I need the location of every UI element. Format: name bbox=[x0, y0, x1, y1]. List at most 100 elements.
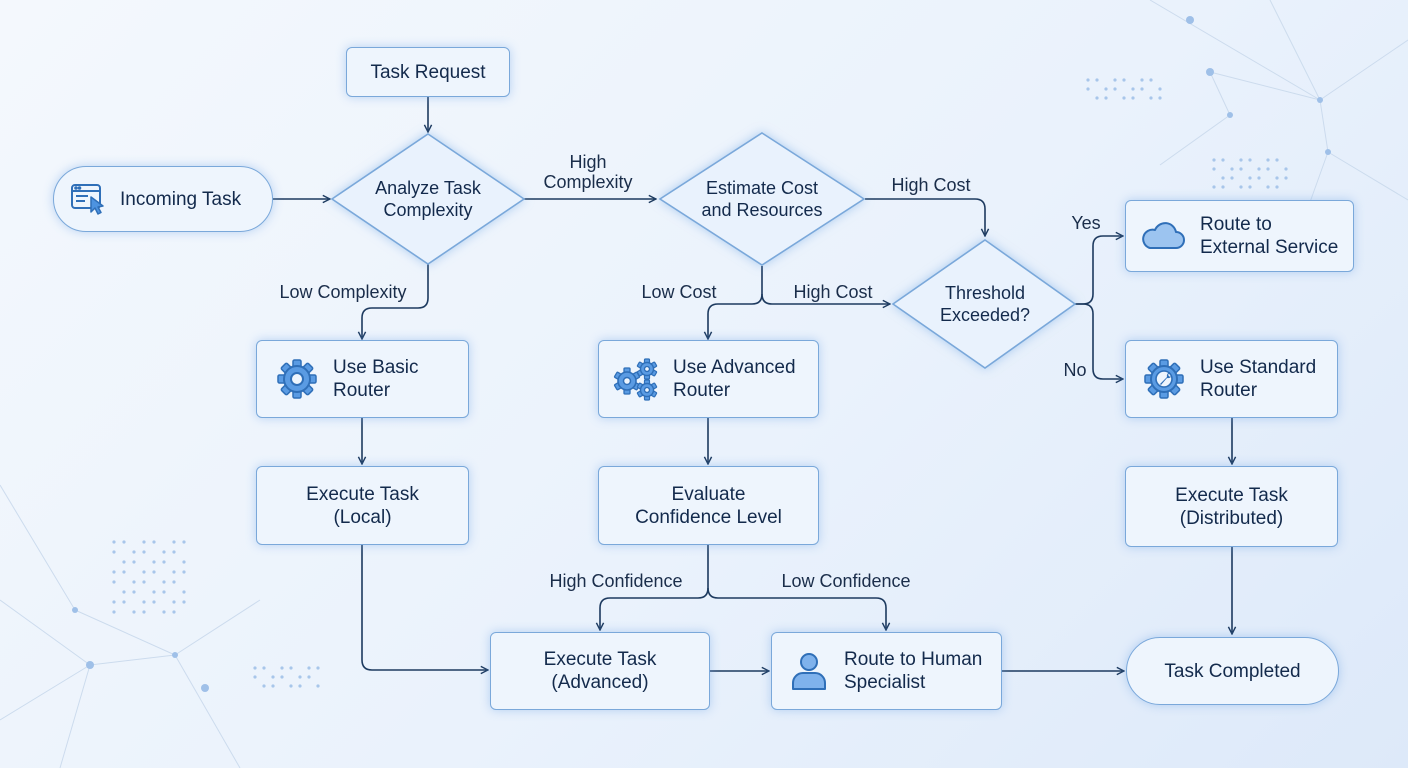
decision-label-estimate-cost: Estimate Cost and Resources bbox=[701, 178, 823, 220]
decor-dot bbox=[1095, 78, 1099, 82]
decor-dot bbox=[142, 570, 146, 574]
node-evaluate-confidence[interactable]: Evaluate Confidence Level bbox=[598, 466, 819, 545]
decor-dot bbox=[162, 550, 166, 554]
decor-dot bbox=[1230, 167, 1234, 171]
edge-label-low-complexity: Low Complexity bbox=[279, 282, 407, 302]
edge-label-high-confidence: High Confidence bbox=[549, 571, 683, 591]
decor-dot bbox=[1140, 78, 1144, 82]
decor-dot bbox=[1248, 185, 1252, 189]
decor-dot bbox=[1284, 167, 1288, 171]
gear-icon bbox=[275, 357, 319, 401]
decor-dot bbox=[132, 580, 136, 584]
decor-dot bbox=[112, 600, 116, 604]
node-incoming-task[interactable]: Incoming Task bbox=[53, 166, 273, 232]
node-label: Task Request bbox=[370, 61, 486, 83]
decor-dot bbox=[1221, 185, 1225, 189]
decor-dot bbox=[280, 666, 284, 670]
decision-label-analyze-complexity: Analyze Task Complexity bbox=[375, 178, 481, 220]
decor-dot bbox=[1221, 176, 1225, 180]
decor-dot bbox=[172, 540, 176, 544]
decor-dot bbox=[182, 590, 186, 594]
decor-dot bbox=[162, 580, 166, 584]
node-execute-local[interactable]: Execute Task (Local) bbox=[256, 466, 469, 545]
decor-dot bbox=[162, 610, 166, 614]
decor-dot bbox=[262, 666, 266, 670]
decor-dot bbox=[182, 540, 186, 544]
decor-dot bbox=[1131, 87, 1135, 91]
edge-threshold-to-external bbox=[1075, 236, 1123, 305]
decision-analyze-complexity bbox=[330, 133, 526, 265]
gear-wrench-icon bbox=[1142, 357, 1186, 401]
decor-dot bbox=[1266, 185, 1270, 189]
decor-dot bbox=[1095, 96, 1099, 100]
node-route-external[interactable]: Route to External Service bbox=[1125, 200, 1354, 272]
decor-dot bbox=[182, 600, 186, 604]
node-label: Task Completed bbox=[1164, 660, 1301, 682]
decor-dot bbox=[1266, 158, 1270, 162]
decor-dot bbox=[1248, 158, 1252, 162]
decor-dot bbox=[1086, 87, 1090, 91]
decor-dot bbox=[142, 540, 146, 544]
decor-dot bbox=[1113, 87, 1117, 91]
node-label: Execute Task (Local) bbox=[306, 483, 419, 528]
decor-dot bbox=[132, 550, 136, 554]
decor-dot bbox=[1257, 167, 1261, 171]
edge-local-to-exec-advanced bbox=[361, 545, 488, 670]
decor-dot bbox=[1212, 185, 1216, 189]
decor-dot bbox=[152, 570, 156, 574]
browser-cursor-icon bbox=[70, 182, 106, 216]
node-standard-router[interactable]: Use Standard Router bbox=[1125, 340, 1338, 418]
decor-dot bbox=[132, 590, 136, 594]
edge-evaluate-to-exec-advanced bbox=[600, 545, 709, 630]
node-basic-router[interactable]: Use Basic Router bbox=[256, 340, 469, 418]
node-execute-advanced[interactable]: Execute Task (Advanced) bbox=[490, 632, 710, 710]
decor-dot bbox=[162, 590, 166, 594]
node-route-human[interactable]: Route to Human Specialist bbox=[771, 632, 1002, 710]
decor-dot bbox=[152, 600, 156, 604]
decor-dot bbox=[112, 610, 116, 614]
edge-threshold-to-standard bbox=[1075, 303, 1123, 379]
decor-dot bbox=[122, 560, 126, 564]
decor-dot bbox=[152, 540, 156, 544]
decor-dot bbox=[112, 570, 116, 574]
node-task-request[interactable]: Task Request bbox=[346, 47, 510, 97]
node-label: Incoming Task bbox=[120, 188, 242, 210]
edge-estimate-to-advanced bbox=[708, 266, 763, 339]
decor-dot bbox=[316, 666, 320, 670]
decor-dot bbox=[1275, 185, 1279, 189]
decor-dot bbox=[112, 580, 116, 584]
decor-dot bbox=[1158, 87, 1162, 91]
node-label: Use Advanced Router bbox=[673, 357, 796, 401]
decor-dot bbox=[1239, 158, 1243, 162]
decor-dot bbox=[1248, 176, 1252, 180]
decision-label-threshold: Threshold Exceeded? bbox=[939, 283, 1031, 325]
edge-label-low-cost: Low Cost bbox=[641, 282, 717, 302]
decor-dot bbox=[182, 560, 186, 564]
decor-dot bbox=[1104, 96, 1108, 100]
node-label: Execute Task (Advanced) bbox=[543, 649, 657, 693]
edge-label-high-complexity: High Complexity bbox=[543, 152, 633, 192]
decor-dot bbox=[152, 560, 156, 564]
decor-dot bbox=[142, 610, 146, 614]
decor-dot bbox=[1239, 167, 1243, 171]
node-task-completed[interactable]: Task Completed bbox=[1126, 637, 1339, 705]
node-advanced-router[interactable]: Use Advanced Router bbox=[598, 340, 819, 418]
decor-dot bbox=[1275, 158, 1279, 162]
decor-dot bbox=[122, 540, 126, 544]
decision-threshold-exceeded bbox=[891, 239, 1077, 369]
node-label: Execute Task (Distributed) bbox=[1175, 484, 1288, 529]
node-execute-distributed[interactable]: Execute Task (Distributed) bbox=[1125, 466, 1338, 547]
decor-dot bbox=[182, 570, 186, 574]
decor-dot bbox=[142, 600, 146, 604]
edge-label-high-cost-top: High Cost bbox=[891, 175, 971, 195]
decor-dot bbox=[253, 666, 257, 670]
decor-dot bbox=[1284, 176, 1288, 180]
node-label: Use Basic Router bbox=[333, 357, 419, 401]
edge-label-low-confidence: Low Confidence bbox=[781, 571, 911, 591]
edge-label-yes: Yes bbox=[1071, 213, 1101, 233]
decor-dot bbox=[280, 675, 284, 679]
decor-dot bbox=[1158, 96, 1162, 100]
node-label: Route to External Service bbox=[1200, 214, 1339, 258]
